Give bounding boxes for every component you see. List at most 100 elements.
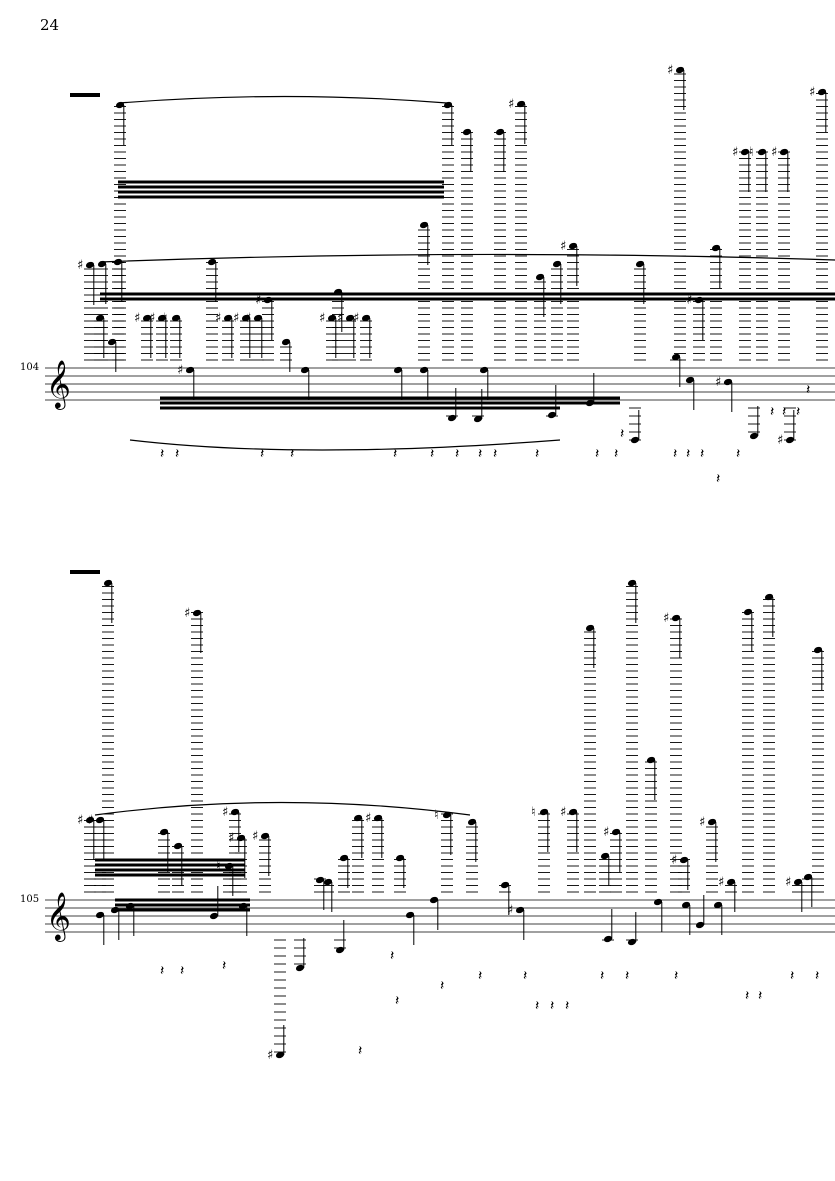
notehead [552, 260, 562, 268]
notehead [85, 816, 95, 824]
notehead [260, 832, 270, 840]
notehead [405, 911, 415, 919]
rest-icon: 𝄽 [806, 382, 810, 398]
notehead [85, 261, 95, 269]
notehead [95, 314, 105, 322]
notehead [740, 148, 750, 156]
rest-icon: 𝄽 [673, 446, 677, 462]
notehead [785, 436, 795, 444]
notehead [353, 814, 363, 822]
rest-icon: 𝄽 [600, 968, 604, 984]
notehead [192, 609, 202, 617]
rest-icon: 𝄽 [625, 968, 629, 984]
notehead [630, 436, 640, 444]
notehead [764, 593, 774, 601]
rest-icon: 𝄽 [290, 446, 294, 462]
notehead [515, 906, 525, 914]
sharp-icon: ♯ [233, 311, 239, 326]
notehead [743, 608, 753, 616]
rest-icon: 𝄽 [758, 988, 762, 1004]
rest-icon: 𝄽 [716, 471, 720, 487]
sharp-icon: ♯ [671, 853, 677, 868]
notehead [681, 901, 691, 909]
notehead [95, 911, 105, 919]
sharp-icon: ♯ [87, 813, 93, 828]
notehead [295, 964, 305, 972]
sharp-icon: ♯ [667, 63, 673, 78]
notehead [723, 378, 733, 386]
sharp-icon: ♯ [252, 829, 258, 844]
sharp-icon: ♯ [508, 97, 514, 112]
notehead [361, 314, 371, 322]
sharp-icon: ♯ [732, 145, 738, 160]
notehead [159, 828, 169, 836]
rest-icon: 𝄽 [815, 968, 819, 984]
sharp-icon: ♯ [319, 311, 325, 326]
rest-icon: 𝄽 [222, 958, 226, 974]
notehead [447, 414, 457, 422]
rest-icon: 𝄽 [160, 446, 164, 462]
notehead [500, 881, 510, 889]
notehead [603, 935, 613, 943]
notehead [171, 314, 181, 322]
notehead [345, 314, 355, 322]
notehead [679, 856, 689, 864]
notehead [473, 415, 483, 423]
notehead [209, 912, 219, 920]
notehead [462, 128, 472, 136]
notehead [671, 614, 681, 622]
rest-icon: 𝄽 [160, 963, 164, 979]
notehead [749, 432, 759, 440]
rest-icon: 𝄽 [523, 968, 527, 984]
notehead [495, 128, 505, 136]
measure-number-104: 104 [20, 362, 40, 373]
rest-icon: 𝄽 [686, 446, 690, 462]
rest-icon: 𝄽 [620, 426, 624, 442]
rest-icon: 𝄽 [535, 446, 539, 462]
notehead [646, 756, 656, 764]
treble-clef-icon: 𝄞 [46, 891, 71, 942]
notehead [535, 273, 545, 281]
notehead [253, 314, 263, 322]
rest-icon: 𝄽 [550, 998, 554, 1014]
notehead [585, 624, 595, 632]
sharp-icon: ♯ [149, 311, 155, 326]
notehead [230, 808, 240, 816]
rest-icon: 𝄽 [478, 446, 482, 462]
rest-icon: 𝄽 [674, 968, 678, 984]
notehead [335, 946, 345, 954]
rest-icon: 𝄽 [478, 968, 482, 984]
notehead [207, 258, 217, 266]
notehead [419, 221, 429, 229]
notehead [142, 314, 152, 322]
notehead [653, 898, 663, 906]
rest-icon: 𝄽 [782, 404, 786, 420]
sharp-icon: ♯ [699, 815, 705, 830]
notehead [419, 366, 429, 374]
rest-icon: 𝄽 [614, 446, 618, 462]
notehead [671, 353, 681, 361]
rest-icon: 𝄽 [395, 993, 399, 1009]
sharp-icon: ♯ [228, 831, 234, 846]
notehead [813, 646, 823, 654]
rest-icon: 𝄽 [745, 988, 749, 1004]
sharp-icon: ♯ [715, 375, 721, 390]
sharp-icon: ♯ [337, 311, 343, 326]
page-number: 24 [40, 16, 60, 34]
rest-icon: 𝄽 [393, 446, 397, 462]
sharp-icon: ♮ [531, 805, 536, 820]
sharp-icon: ♯ [809, 85, 815, 100]
rest-icon: 𝄽 [565, 998, 569, 1014]
measure-number-105: 105 [20, 894, 40, 905]
notehead [157, 314, 167, 322]
notehead [393, 366, 403, 374]
tie [94, 801, 471, 816]
notehead [779, 148, 789, 156]
sharp-icon: ♮ [434, 808, 439, 823]
notehead [327, 314, 337, 322]
rest-icon: 𝄽 [390, 948, 394, 964]
notehead [103, 579, 113, 587]
notehead [600, 852, 610, 860]
notehead [281, 338, 291, 346]
